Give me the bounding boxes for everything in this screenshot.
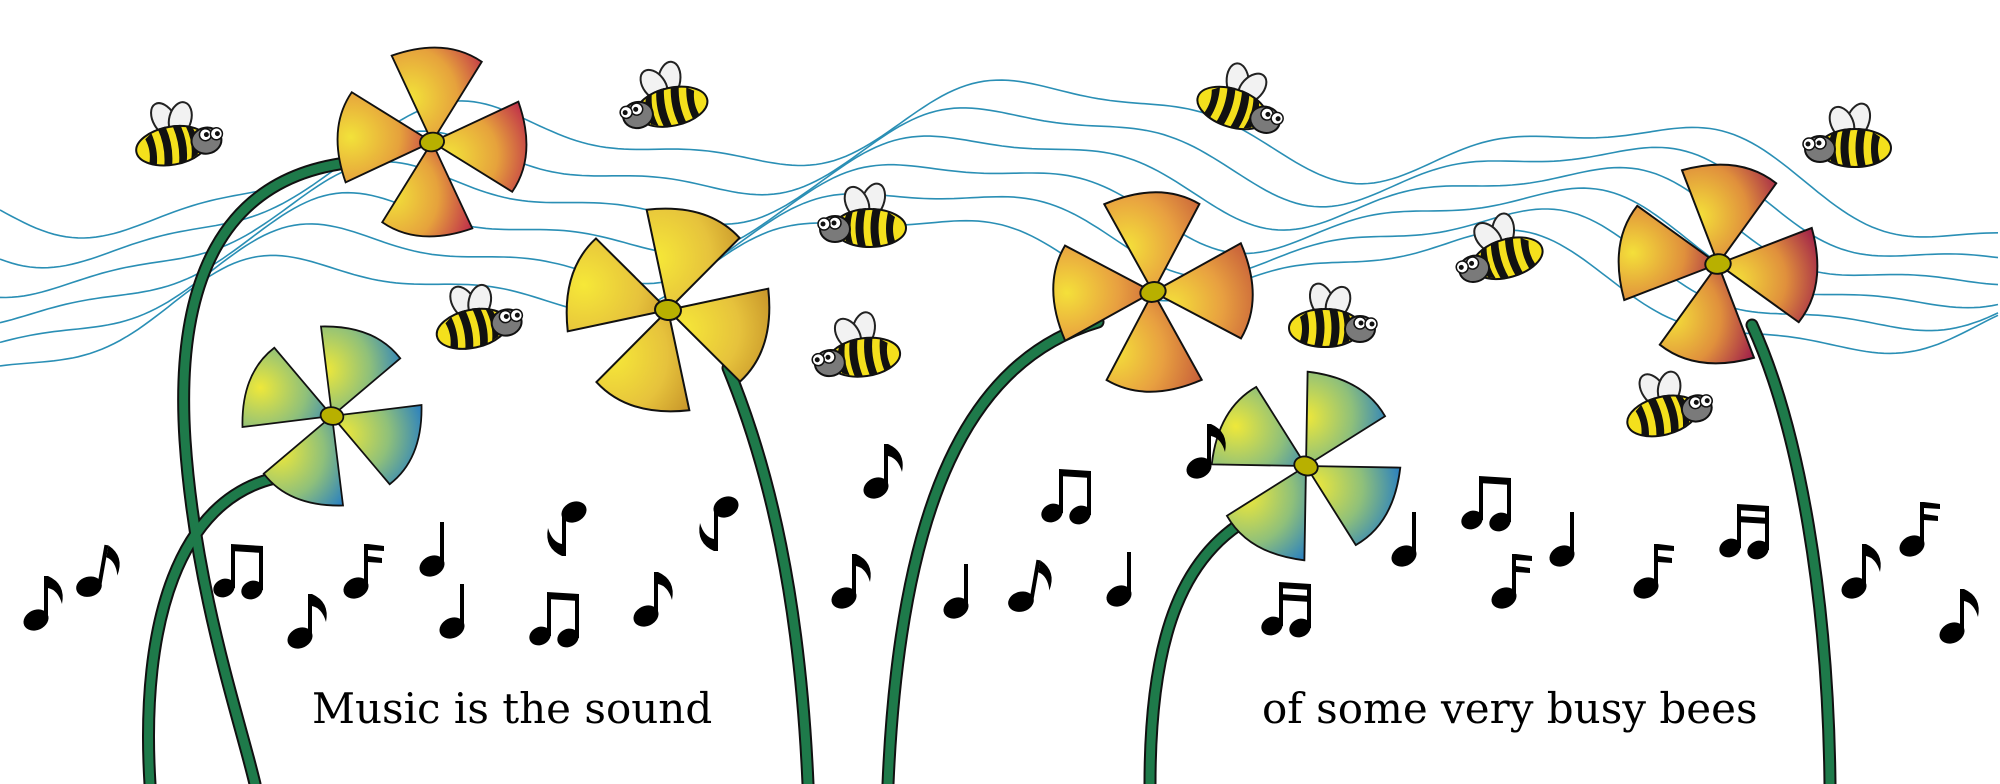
caption-right: of some very busy bees xyxy=(1262,684,1758,733)
bee-icon xyxy=(610,51,713,138)
music-note-icon xyxy=(1387,512,1421,571)
music-note-icon xyxy=(1629,544,1674,603)
bee-icon xyxy=(1615,356,1719,445)
flower-icon xyxy=(241,325,423,507)
music-note-icon xyxy=(1002,555,1055,621)
music-note-icon xyxy=(283,594,327,653)
flower-icon xyxy=(1210,370,1402,562)
flower-icon xyxy=(1052,191,1254,393)
flower-stems-fill xyxy=(144,157,1835,784)
sound-wave-line xyxy=(0,135,1999,299)
music-note-icon xyxy=(827,554,871,613)
music-note-icon xyxy=(1935,589,1979,648)
music-note-icon xyxy=(1895,502,1940,561)
flower-icon xyxy=(336,46,528,238)
sound-wave-line xyxy=(0,163,1999,324)
music-note-icon xyxy=(1258,582,1314,641)
music-note-icon xyxy=(415,522,449,581)
bee-icon xyxy=(805,303,904,385)
caption-left: Music is the sound xyxy=(312,684,713,733)
music-note-icon xyxy=(1837,544,1881,603)
bee-icon xyxy=(1443,201,1549,292)
bee-icon xyxy=(1802,99,1892,168)
music-note-icon xyxy=(939,564,973,623)
music-note-icon xyxy=(19,576,63,635)
music-note-icon xyxy=(1545,512,1579,571)
music-note-icon xyxy=(1102,552,1136,611)
music-note-icon xyxy=(1487,554,1532,613)
bee-icon xyxy=(817,179,907,248)
music-note-icon xyxy=(629,572,673,631)
music-note-icon xyxy=(435,584,469,643)
music-note-icon xyxy=(70,540,123,606)
bee-icon xyxy=(1288,279,1378,348)
music-note-icon xyxy=(699,492,743,551)
flower-icon xyxy=(1617,163,1819,365)
music-note-icon xyxy=(210,544,266,603)
sound-wave-line xyxy=(0,219,1999,367)
bee-icon xyxy=(1191,50,1298,144)
music-note-icon xyxy=(1716,504,1772,563)
bee-icon xyxy=(127,88,228,172)
music-note-icon xyxy=(859,444,903,503)
music-note-icon xyxy=(1038,469,1094,528)
flower-icon xyxy=(565,207,771,413)
music-note-icon xyxy=(526,592,582,651)
music-note-icon xyxy=(1458,476,1514,535)
music-note-icon xyxy=(339,544,384,603)
music-note-icon xyxy=(547,497,591,556)
